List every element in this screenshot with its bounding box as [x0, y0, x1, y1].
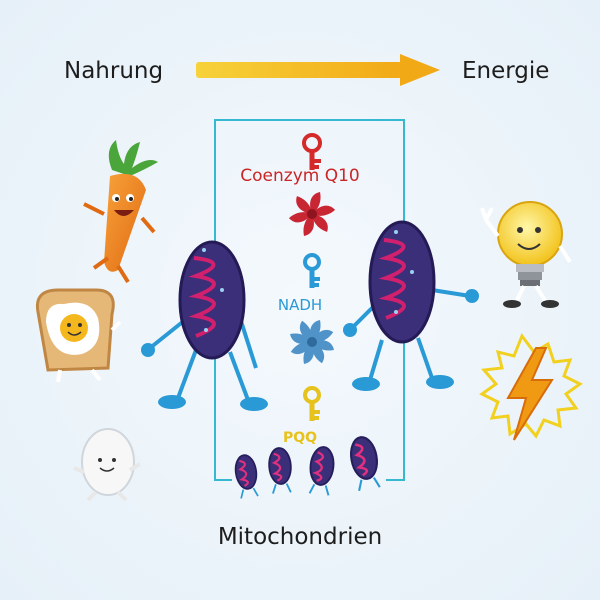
red-fan-icon: [288, 192, 336, 236]
pqq-label: PQQ: [282, 430, 318, 446]
lightbulb-icon: [480, 201, 572, 308]
egg-icon: [73, 428, 142, 502]
yellow-key-icon: [303, 386, 321, 421]
mitochondria-label: Mitochondrien: [217, 524, 383, 550]
left-mitochondrion-icon: [141, 240, 268, 411]
carrot-icon: [83, 140, 158, 284]
right-mitochondrion-icon: [343, 220, 479, 391]
blue-fan-icon: [290, 320, 334, 364]
blue-key-icon: [303, 253, 321, 288]
toast-egg-icon: [35, 288, 122, 383]
food-to-energy-arrow: [196, 54, 440, 86]
nadh-label: NADH: [277, 296, 323, 314]
lightning-icon: [479, 332, 583, 441]
red-key-icon: [302, 133, 322, 170]
energy-label: Energie: [462, 58, 550, 84]
coenzyme-q10-label: Coenzym Q10: [240, 166, 360, 186]
food-label: Nahrung: [64, 58, 164, 84]
